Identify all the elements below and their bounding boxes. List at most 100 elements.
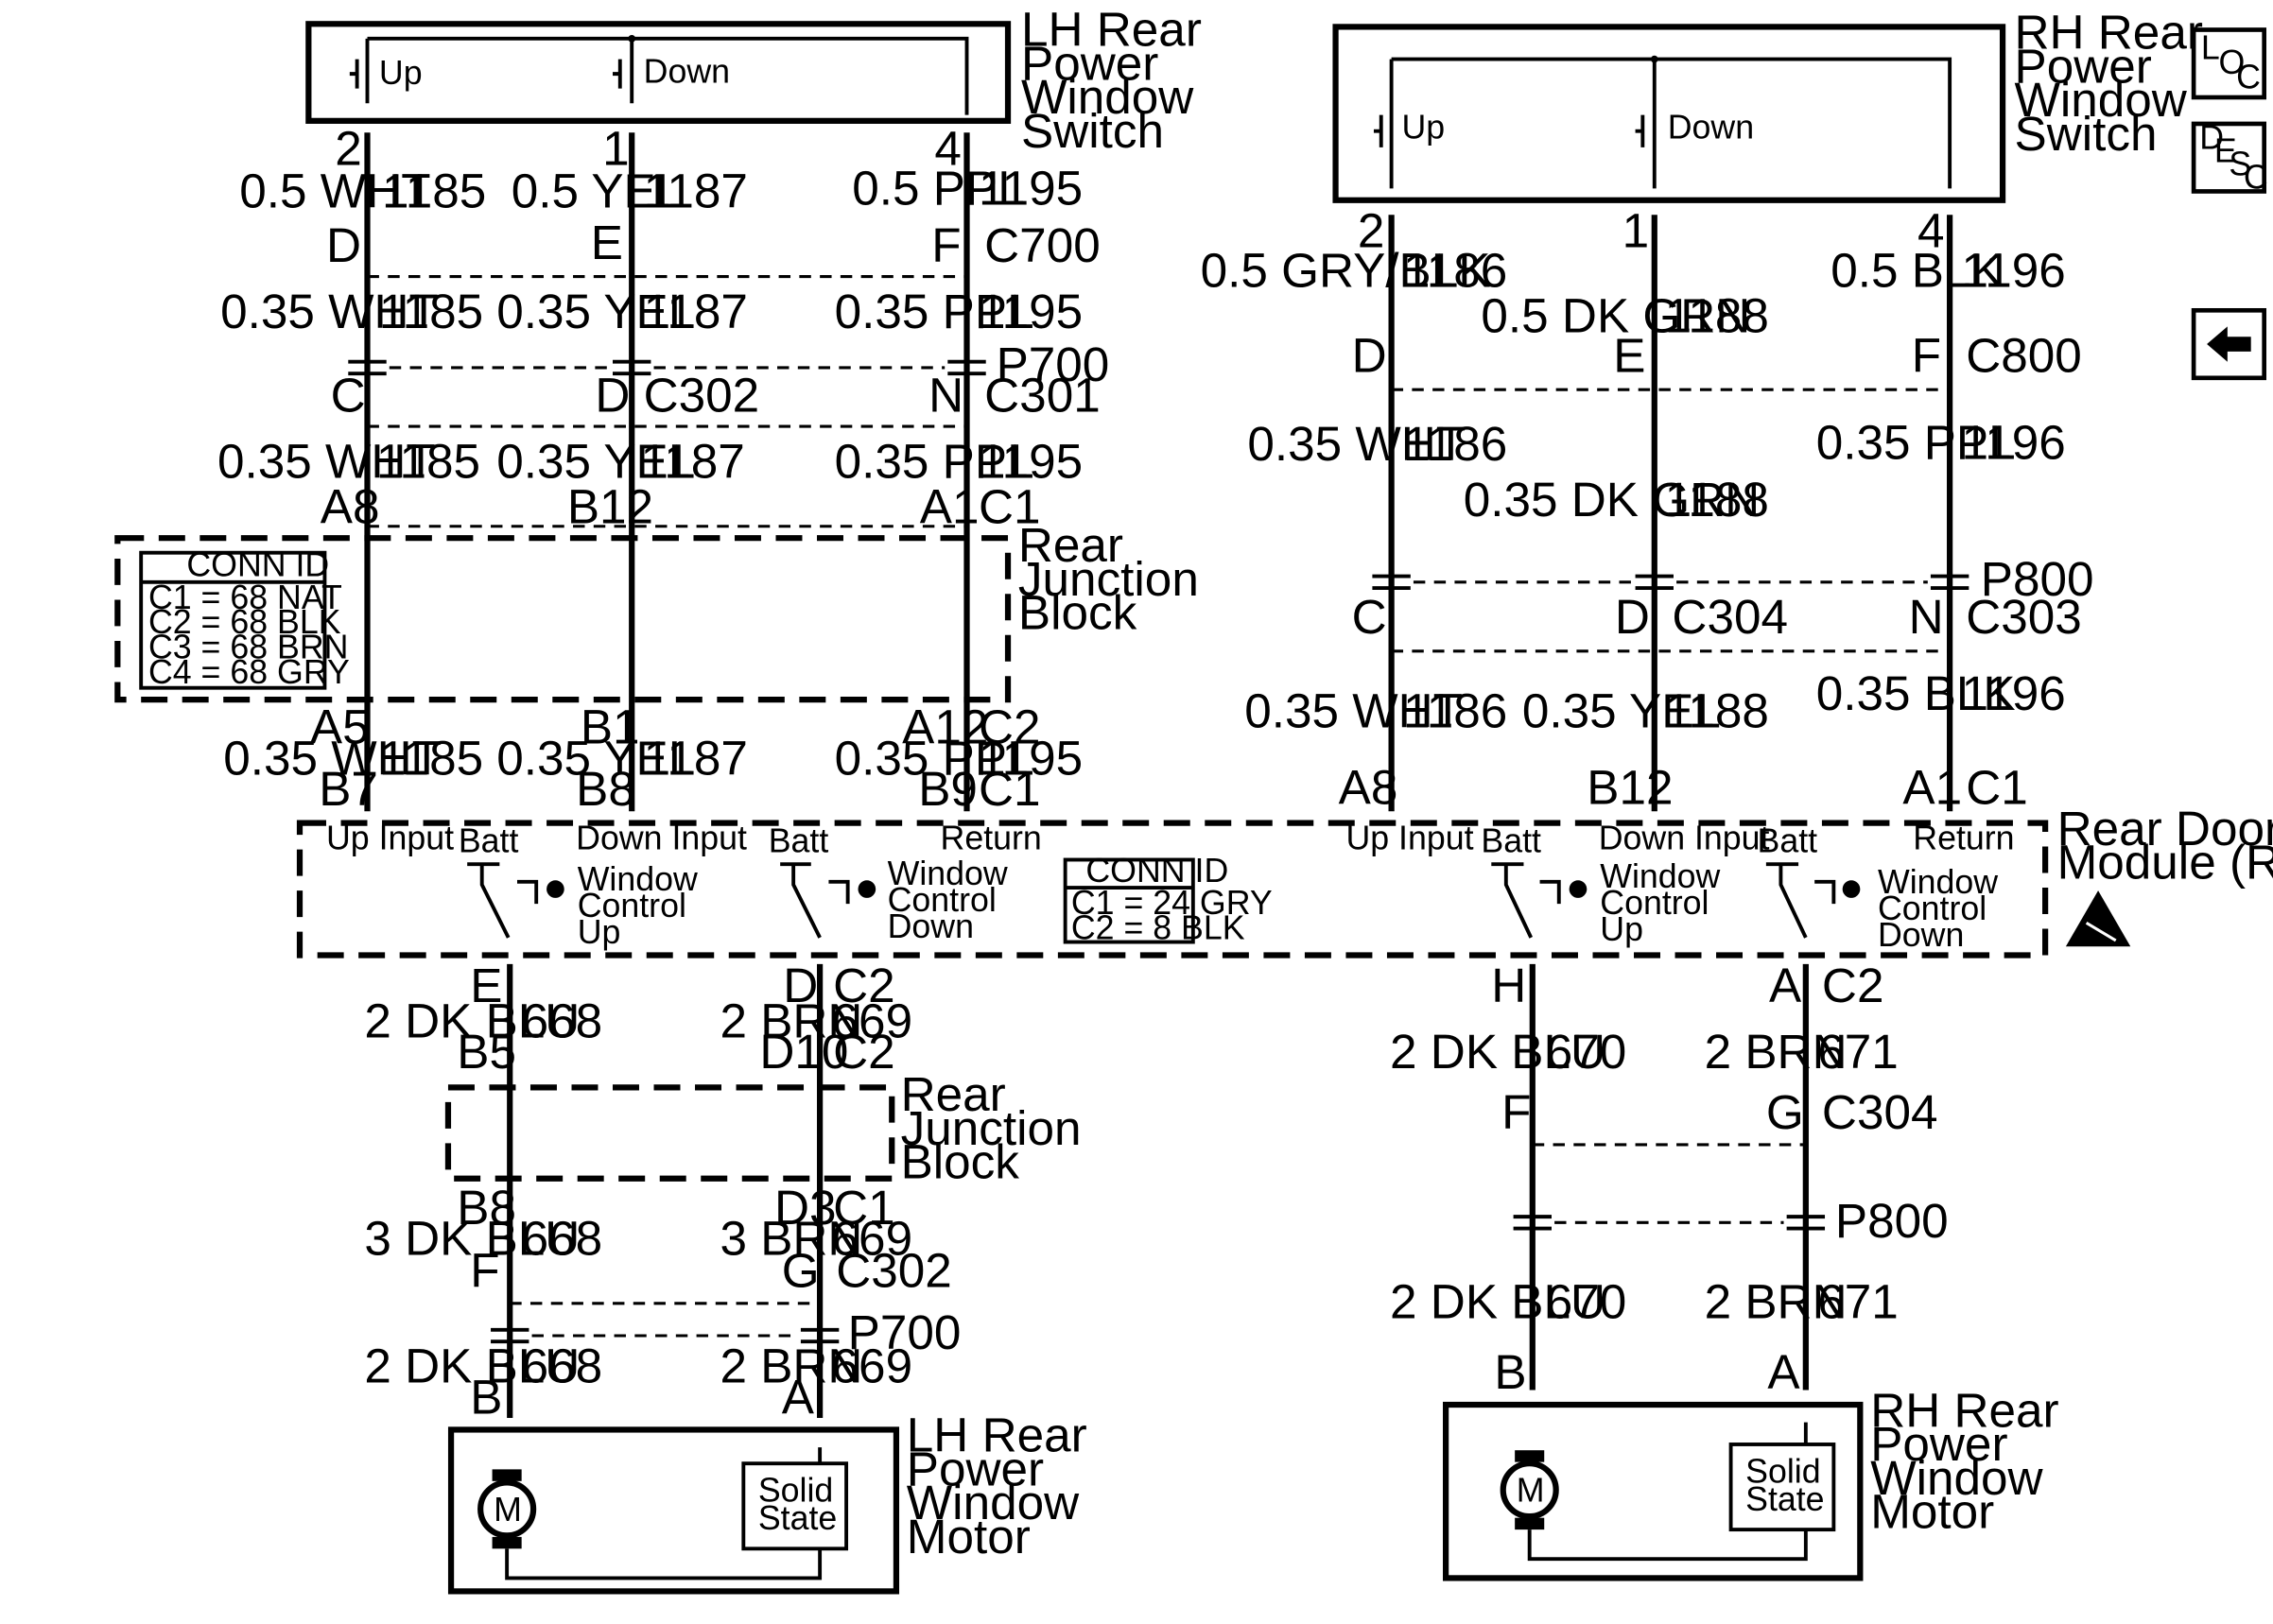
rh-circuit-1: 1186: [1403, 243, 1507, 297]
rh-switch-up-label: Up: [1401, 109, 1445, 147]
lh-rjb-pin-b1: B1: [581, 700, 640, 754]
rh-c30x-pin-n: N: [1909, 590, 1944, 644]
rh-wire2-circuit-2: 1188: [1665, 473, 1769, 527]
rh-out-pin-h: H: [1491, 959, 1526, 1012]
rh-switch-title-4: Switch: [2015, 107, 2158, 161]
rh-wire3-color-1: 0.35 WHT: [1244, 684, 1463, 738]
lh-out-pin-d: D: [783, 959, 818, 1012]
lh-conn-id-row-3: C3 = 68 BRN: [148, 629, 349, 666]
rh-circuit-2: 1188: [1665, 289, 1769, 343]
lh-switch-down-label: Down: [644, 52, 730, 90]
lh-motor-circuit-2: 669: [832, 994, 913, 1048]
rh-wire2-circuit-1: 1186: [1403, 417, 1507, 471]
rdm-conn-id-row-2: C2 = 8 BLK: [1071, 908, 1245, 946]
rh-rdm-pin-a8: A8: [1339, 760, 1398, 814]
lh-motor-wire2-color-1: 3 DK BLU: [364, 1212, 580, 1266]
rh-p800-label: P800: [1981, 552, 2094, 606]
loc-letter-3: C: [2236, 59, 2261, 96]
lh-wire2-circuit-2: 1187: [644, 285, 748, 338]
lh-rjb2-conn-c1: C1: [833, 1181, 895, 1235]
lh-wire-color-1: 0.5 WHT: [239, 164, 430, 218]
rh-c304b-label: C304: [1822, 1085, 1938, 1139]
lh-rjb2-pin-d10: D10: [759, 1025, 848, 1079]
lh-rjb-title-1: Rear: [1018, 518, 1123, 572]
rh-motor-wire1-color-2: 2 BRN: [1705, 1025, 1848, 1079]
esd-warning-icon: [2065, 890, 2131, 947]
lh-pin-2: 2: [335, 121, 362, 175]
rh-wire3-color-3: 0.35 BLK: [1816, 666, 2016, 720]
lh-rjb-conn-c2: C2: [979, 700, 1041, 754]
rh-wire3-circuit-3: 1196: [1962, 666, 2066, 720]
lh-rjb-title-2: Junction: [1018, 552, 1199, 606]
lh-rjb-pin-a1: A1: [920, 480, 980, 534]
lh-motor-wire2-color-2: 3 BRN: [720, 1212, 862, 1266]
desc-letter-1: D: [2199, 118, 2224, 156]
rh-c304-pin-g: G: [1766, 1085, 1804, 1139]
lh-motor-title-2: Power: [907, 1442, 1044, 1495]
lh-relay-down-3: Down: [888, 907, 974, 945]
loc-button[interactable]: L O C: [2191, 27, 2267, 100]
back-button[interactable]: [2191, 307, 2267, 381]
lh-rjb-pin-a12: A12: [902, 700, 988, 754]
lh-wire2-circuit-3: 1195: [979, 285, 1083, 338]
lh-rjb2-title-3: Block: [901, 1135, 1020, 1189]
lh-motor-m: M: [494, 1491, 522, 1529]
lh-pin-4: 4: [934, 121, 962, 175]
lh-wire4-circuit-2: 1187: [644, 731, 748, 785]
rh-wire3-circuit-1: 1186: [1403, 684, 1507, 738]
lh-wire3-color-1: 0.35 WHT: [217, 434, 436, 488]
lh-rjb2-pin-b5: B5: [457, 1025, 516, 1079]
lh-wire3-circuit-2: 1187: [641, 434, 745, 488]
rh-wire2-color-2: 0.35 DK GRN: [1464, 473, 1760, 527]
lh-motor-title-3: Window: [907, 1476, 1080, 1529]
lh-motor-wire2-circuit-2: 669: [832, 1212, 913, 1266]
rh-motor-m: M: [1517, 1472, 1545, 1510]
rh-wire-color-3: 0.5 BLK: [1831, 243, 2003, 297]
lh-rjb2-title-1: Rear: [901, 1067, 1006, 1121]
lh-relay-down-2: Control: [888, 881, 997, 919]
rh-relay-down-3: Down: [1878, 916, 1964, 954]
rh-relay-down-2: Control: [1878, 890, 1987, 927]
lh-rdm-batt-2: Batt: [769, 822, 829, 860]
rh-switch-box: [1332, 24, 2006, 203]
rh-c800-label: C800: [1966, 329, 2082, 383]
lh-solid-state-1: Solid: [758, 1472, 833, 1510]
rh-rdm-pin-b12: B12: [1587, 760, 1673, 814]
desc-letter-3: S: [2229, 145, 2251, 182]
lh-c302-label: C302: [644, 369, 760, 423]
rh-wire3-color-2: 0.35 YEL: [1522, 684, 1721, 738]
rh-rdm-pin-a1: A1: [1902, 760, 1962, 814]
lh-out-conn-c2: C2: [833, 959, 895, 1012]
rh-motor-wire1-color-1: 2 DK BLU: [1390, 1025, 1605, 1079]
lh-c30x-pin-d: D: [595, 369, 630, 423]
lh-wire3-color-2: 0.35 YEL: [496, 434, 695, 488]
rdm-conn-id-row-1: C1 = 24 GRY: [1071, 884, 1273, 922]
rh-motor-title-3: Window: [1870, 1451, 2043, 1505]
rh-motor-symbol: [1500, 1460, 1559, 1520]
rear-door-module: [296, 820, 2049, 959]
lh-rear-junction-block-2: [444, 1084, 895, 1182]
lh-conn-id-row-4: C4 = 68 GRY: [148, 653, 350, 691]
lh-circuit-2: 1187: [644, 164, 748, 218]
lh-switch-title-4: Switch: [1021, 104, 1164, 158]
rh-c304-label: C304: [1672, 590, 1788, 644]
lh-solid-state-2: State: [758, 1499, 837, 1537]
lh-p700-label: P700: [997, 337, 1110, 391]
rdm-conn-id-title: CONN ID: [1085, 852, 1228, 890]
rh-rdm-up-input: Up Input: [1345, 820, 1473, 857]
rh-motor-wire2-color-1: 2 DK BLU: [1390, 1274, 1605, 1328]
lh-relay-up-2: Control: [578, 887, 686, 924]
rh-wire2-color-3: 0.35 PPL: [1816, 415, 2016, 469]
desc-button[interactable]: D E S C: [2191, 118, 2268, 196]
lh-rdm-pin-b8: B8: [576, 762, 635, 816]
rh-circuit-3: 1196: [1962, 243, 2066, 297]
lh-motor-wire2-circuit-1: 668: [522, 1212, 603, 1266]
left-arrow-icon: [2207, 326, 2251, 362]
rh-motor-title-1: RH Rear: [1870, 1383, 2058, 1437]
lh-rjb2-pin-b8: B8: [457, 1181, 516, 1235]
rh-c800-pin-f: F: [1912, 329, 1941, 383]
lh-rdm-pin-b7: B7: [319, 762, 378, 816]
rh-wire-color-2: 0.5 DK GRN: [1481, 289, 1750, 343]
lh-wire-color-3: 0.5 PPL: [852, 161, 1024, 215]
